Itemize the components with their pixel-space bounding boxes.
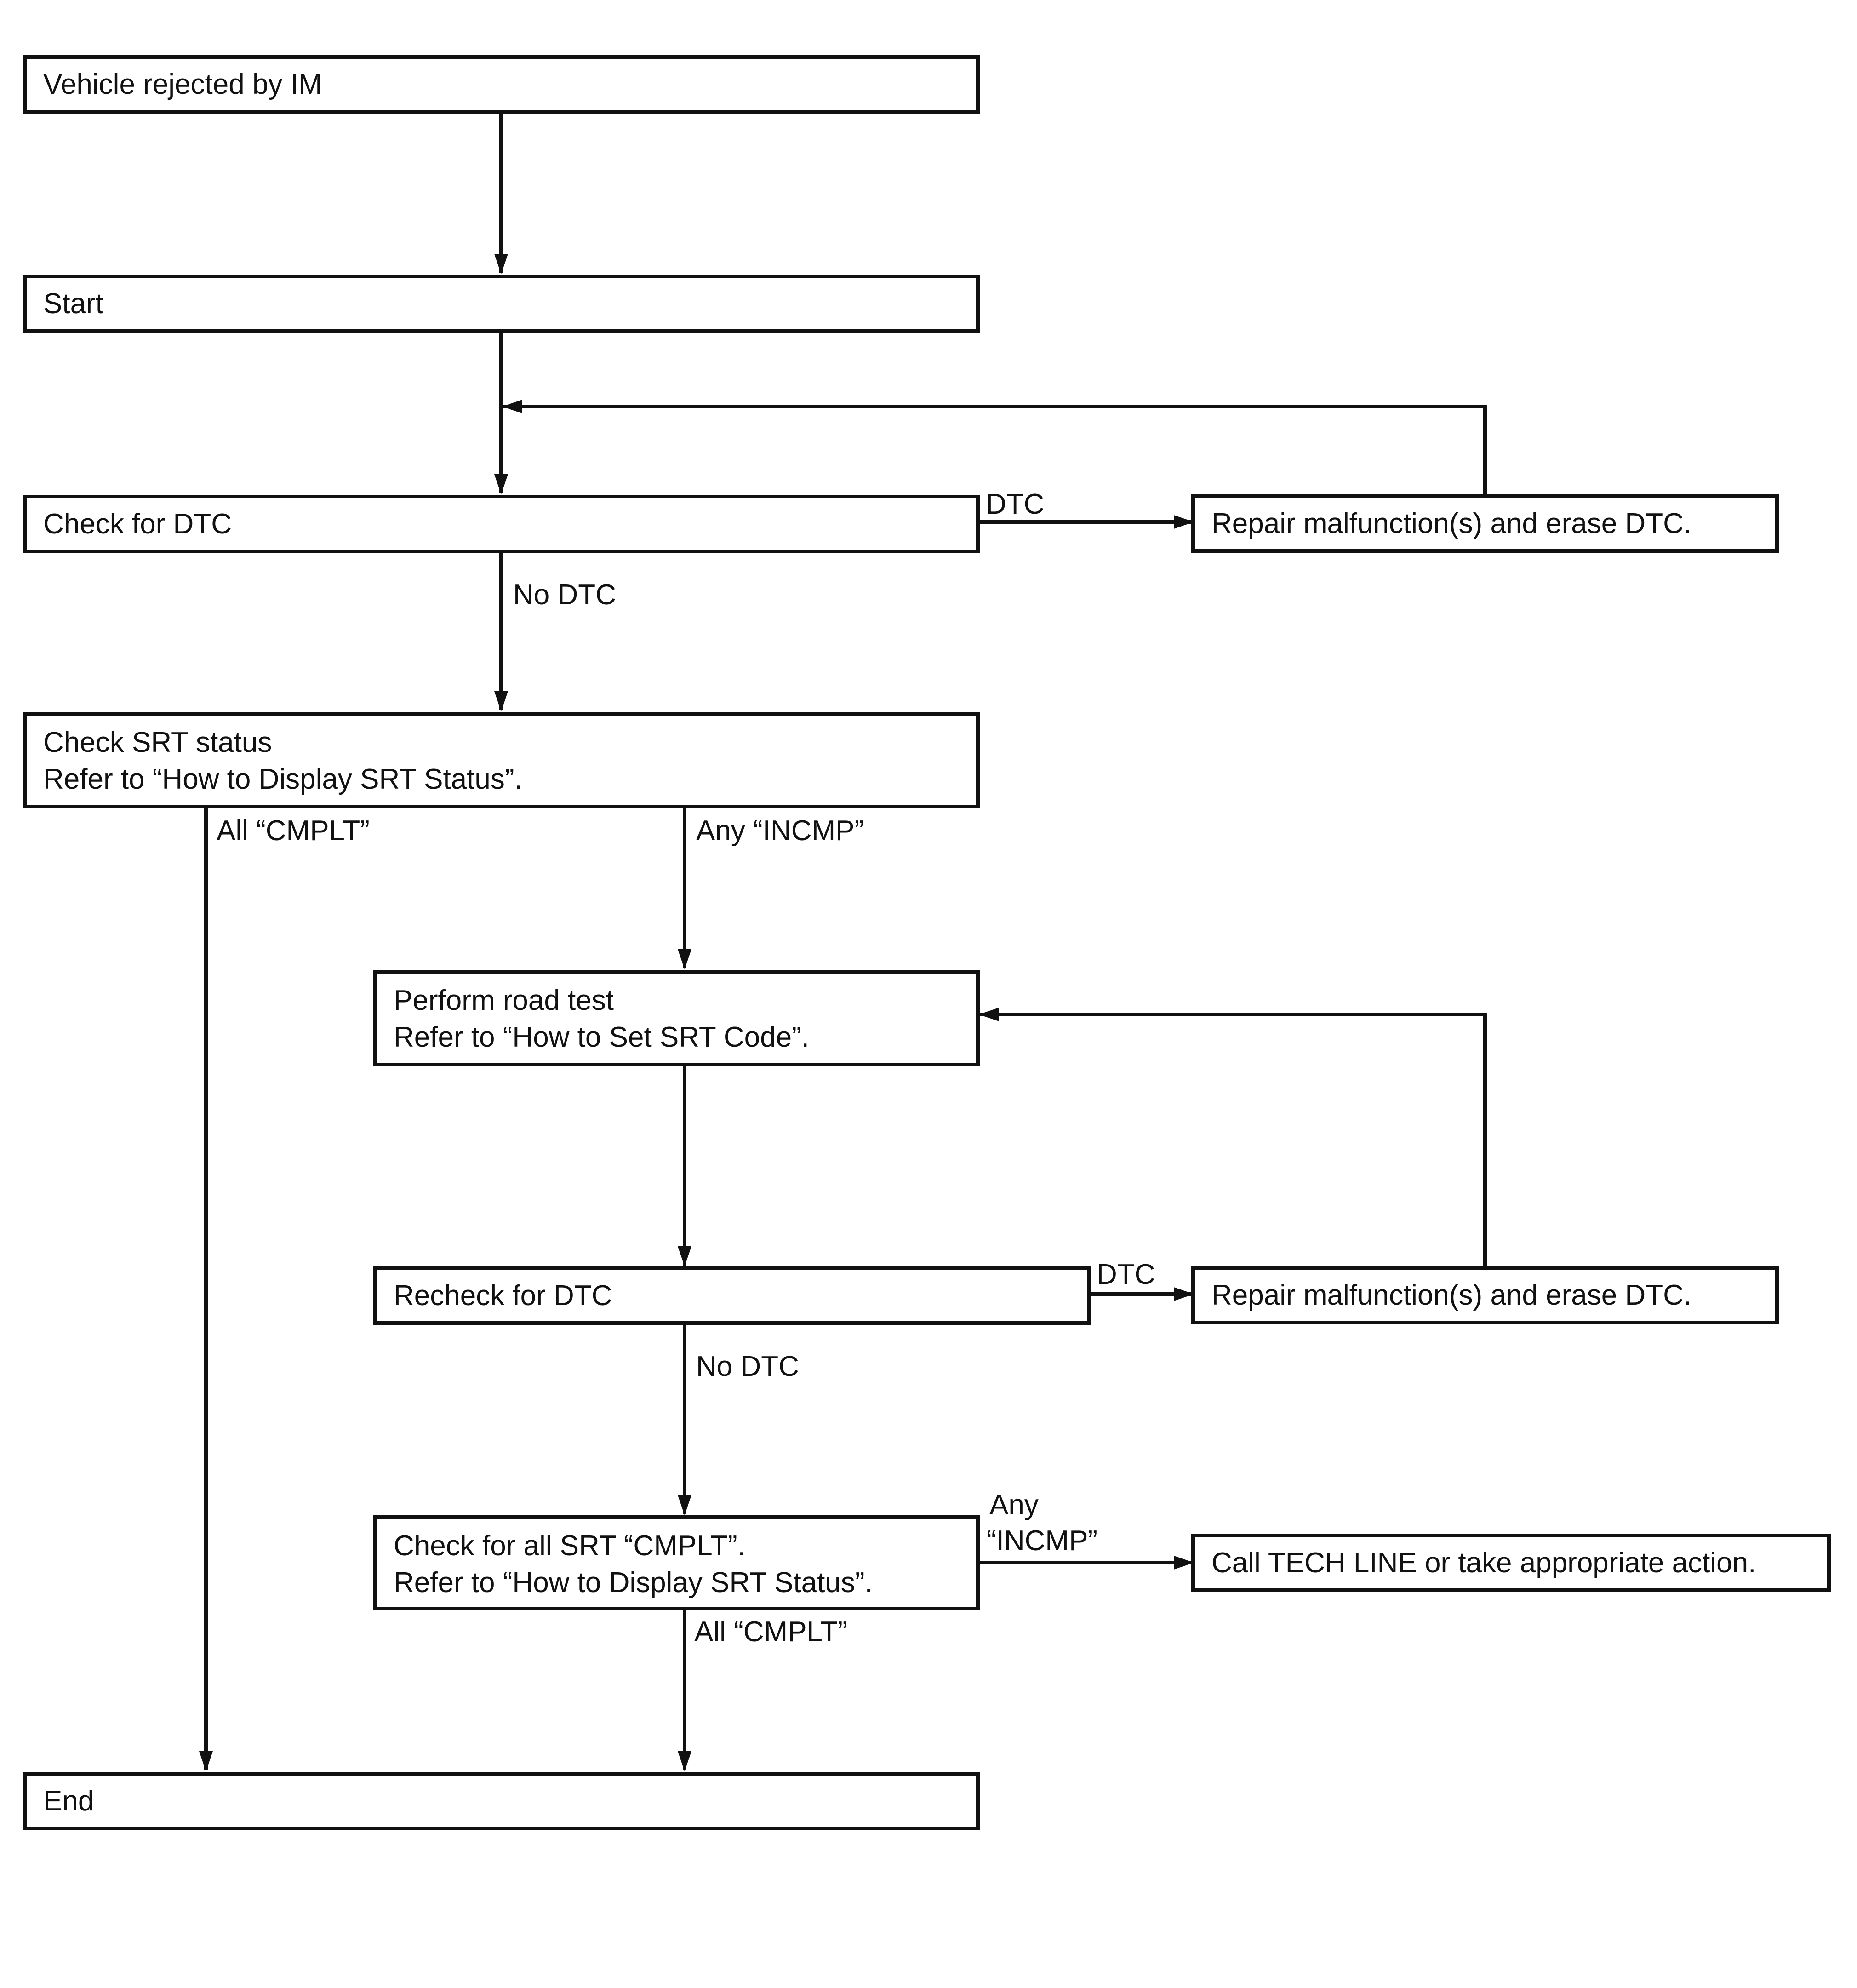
node-repair-malfunction-1-text: Repair malfunction(s) and erase DTC.	[1211, 507, 1692, 539]
edge-label-no-dtc-1: No DTC	[513, 579, 616, 611]
arrow-repair-2-loop-back	[979, 1008, 1487, 1266]
edge-label-any-incmp-2-line2: “INCMP”	[987, 1525, 1098, 1557]
node-start-text: Start	[43, 287, 103, 320]
node-repair-malfunction-2: Repair malfunction(s) and erase DTC.	[1191, 1266, 1779, 1324]
node-end-text: End	[43, 1785, 94, 1817]
node-check-all-srt-cmplt-line2: Refer to “How to Display SRT Status”.	[394, 1567, 873, 1598]
node-check-all-srt-cmplt-line1: Check for all SRT “CMPLT”.	[394, 1530, 745, 1562]
edge-label-any-incmp-2-line1: Any	[989, 1489, 1039, 1521]
node-check-srt-status-line2: Refer to “How to Display SRT Status”.	[43, 763, 522, 795]
node-start: Start	[23, 275, 980, 333]
node-check-srt-status: Check SRT status Refer to “How to Displa…	[23, 712, 980, 808]
edge-label-no-dtc-2: No DTC	[696, 1351, 799, 1382]
node-check-all-srt-cmplt: Check for all SRT “CMPLT”. Refer to “How…	[373, 1515, 980, 1610]
node-vehicle-rejected: Vehicle rejected by IM	[23, 55, 980, 114]
edge-label-all-cmplt-1: All “CMPLT”	[217, 815, 370, 847]
edge-label-dtc-1: DTC	[986, 488, 1045, 520]
node-perform-road-test-line2: Refer to “How to Set SRT Code”.	[394, 1021, 809, 1053]
node-vehicle-rejected-text: Vehicle rejected by IM	[43, 68, 322, 100]
node-repair-malfunction-1: Repair malfunction(s) and erase DTC.	[1191, 494, 1779, 553]
node-perform-road-test-line1: Perform road test	[394, 985, 614, 1016]
node-check-for-dtc-text: Check for DTC	[43, 508, 232, 540]
node-recheck-for-dtc: Recheck for DTC	[373, 1266, 1091, 1325]
edge-label-any-incmp-1: Any “INCMP”	[696, 815, 864, 847]
node-check-srt-status-line1: Check SRT status	[43, 727, 272, 758]
node-call-tech-line-text: Call TECH LINE or take appropriate actio…	[1211, 1547, 1756, 1579]
node-end: End	[23, 1772, 980, 1830]
node-call-tech-line: Call TECH LINE or take appropriate actio…	[1191, 1534, 1831, 1592]
node-repair-malfunction-2-text: Repair malfunction(s) and erase DTC.	[1211, 1279, 1692, 1311]
node-recheck-for-dtc-text: Recheck for DTC	[394, 1279, 612, 1312]
edge-label-all-cmplt-2: All “CMPLT”	[694, 1616, 847, 1648]
node-check-for-dtc: Check for DTC	[23, 495, 980, 553]
arrow-repair-1-loop-back	[502, 400, 1487, 494]
node-perform-road-test: Perform road test Refer to “How to Set S…	[373, 970, 980, 1066]
edge-label-dtc-2: DTC	[1097, 1259, 1155, 1290]
